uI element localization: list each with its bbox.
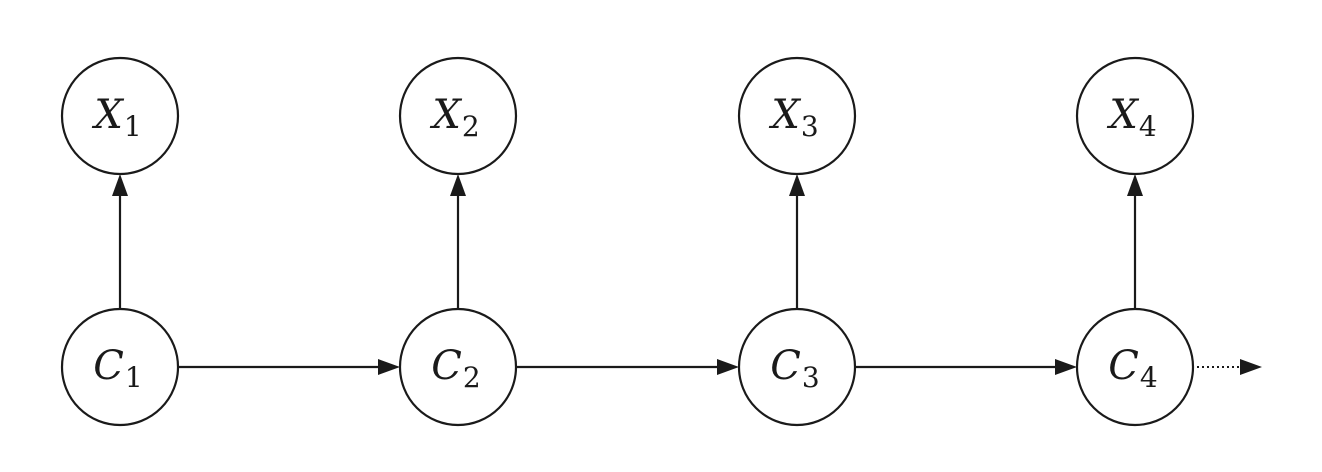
node-subscript: 2	[463, 361, 481, 394]
hidden-node-c4: C4	[1075, 307, 1195, 427]
hidden-node-c3: C3	[737, 307, 857, 427]
edge-c3-to-c4-head	[1055, 359, 1077, 375]
edge-c1-to-c2-head	[378, 359, 400, 375]
observed-node-label: X1	[91, 92, 141, 143]
node-letter: C	[93, 343, 124, 389]
node-subscript: 4	[1140, 361, 1158, 394]
observed-node-circle	[398, 56, 518, 176]
edge-c4-to-x4-head	[1127, 174, 1143, 196]
node-letter: C	[770, 343, 801, 389]
observed-node-x3: X3	[737, 56, 857, 176]
hidden-node-label: C4	[1108, 343, 1157, 394]
observed-node-circle	[60, 56, 180, 176]
hidden-node-label: C3	[770, 343, 819, 394]
hidden-node-circle	[1075, 307, 1195, 427]
edge-c2-to-c3-head	[717, 359, 739, 375]
observed-node-label: X3	[768, 92, 818, 143]
node-subscript: 4	[1139, 110, 1157, 143]
edge-continuation-dotted-head	[1240, 359, 1262, 375]
observed-node-circle	[737, 56, 857, 176]
observed-node-circle	[1075, 56, 1195, 176]
observed-node-x4: X4	[1075, 56, 1195, 176]
node-letter: X	[1106, 92, 1139, 138]
node-subscript: 3	[801, 110, 819, 143]
hidden-node-circle	[737, 307, 857, 427]
observed-node-x2: X2	[398, 56, 518, 176]
node-letter: X	[768, 92, 801, 138]
hidden-node-c1: C1	[60, 307, 180, 427]
node-subscript: 3	[802, 361, 820, 394]
edge-c2-to-x2-head	[450, 174, 466, 196]
hidden-node-circle	[60, 307, 180, 427]
hidden-node-circle	[398, 307, 518, 427]
hidden-node-c2: C2	[398, 307, 518, 427]
node-letter: C	[1108, 343, 1139, 389]
edge-c1-to-x1-head	[112, 174, 128, 196]
observed-node-label: X4	[1106, 92, 1156, 143]
node-letter: X	[91, 92, 124, 138]
node-letter: X	[429, 92, 462, 138]
hidden-node-label: C2	[431, 343, 480, 394]
node-letter: C	[431, 343, 462, 389]
hidden-node-label: C1	[93, 343, 142, 394]
node-subscript: 2	[462, 110, 480, 143]
node-subscript: 1	[124, 110, 142, 143]
node-subscript: 1	[125, 361, 143, 394]
edge-c3-to-x3-head	[789, 174, 805, 196]
observed-node-x1: X1	[60, 56, 180, 176]
observed-node-label: X2	[429, 92, 479, 143]
